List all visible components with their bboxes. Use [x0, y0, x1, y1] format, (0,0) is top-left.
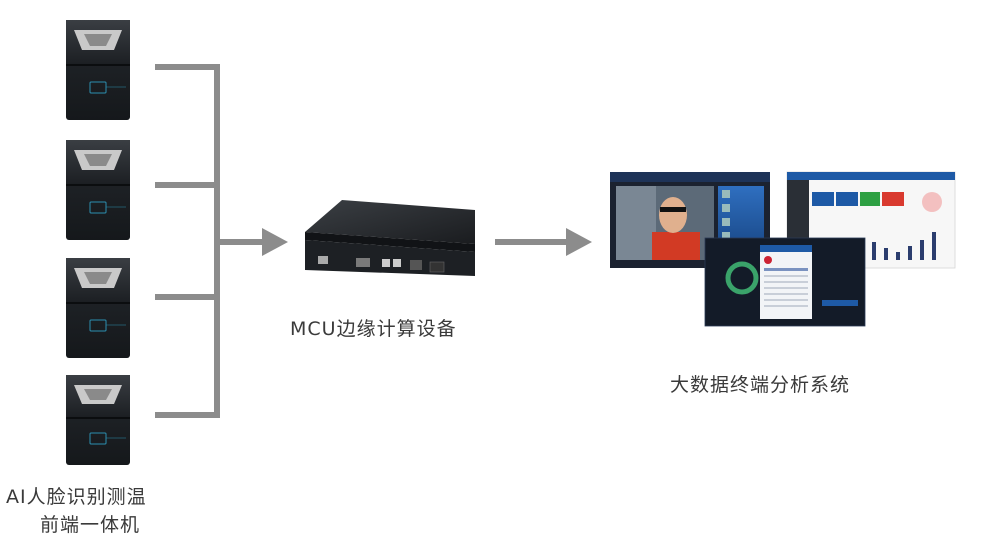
dashboard-screens-icon	[610, 171, 956, 327]
server-box-icon	[305, 200, 475, 276]
terminals-label-line2: 前端一体机	[40, 514, 141, 536]
face-terminal-icon	[66, 258, 130, 358]
terminal-4	[66, 375, 130, 465]
terminals-connector	[155, 64, 262, 418]
terminal-2	[66, 140, 130, 240]
face-terminal-icon	[66, 20, 130, 120]
edge-device-label: MCU边缘计算设备	[290, 318, 457, 340]
arrow-right-icon	[566, 228, 592, 256]
screen-analytics	[704, 237, 866, 327]
terminals-label-line1: AI人脸识别测温	[6, 486, 147, 508]
face-terminal-icon	[66, 140, 130, 240]
terminal-1	[66, 20, 130, 120]
arrow-right-icon	[262, 228, 288, 256]
terminal-3	[66, 258, 130, 358]
face-terminal-icon	[66, 375, 130, 465]
analysis-system-label: 大数据终端分析系统	[670, 374, 851, 396]
